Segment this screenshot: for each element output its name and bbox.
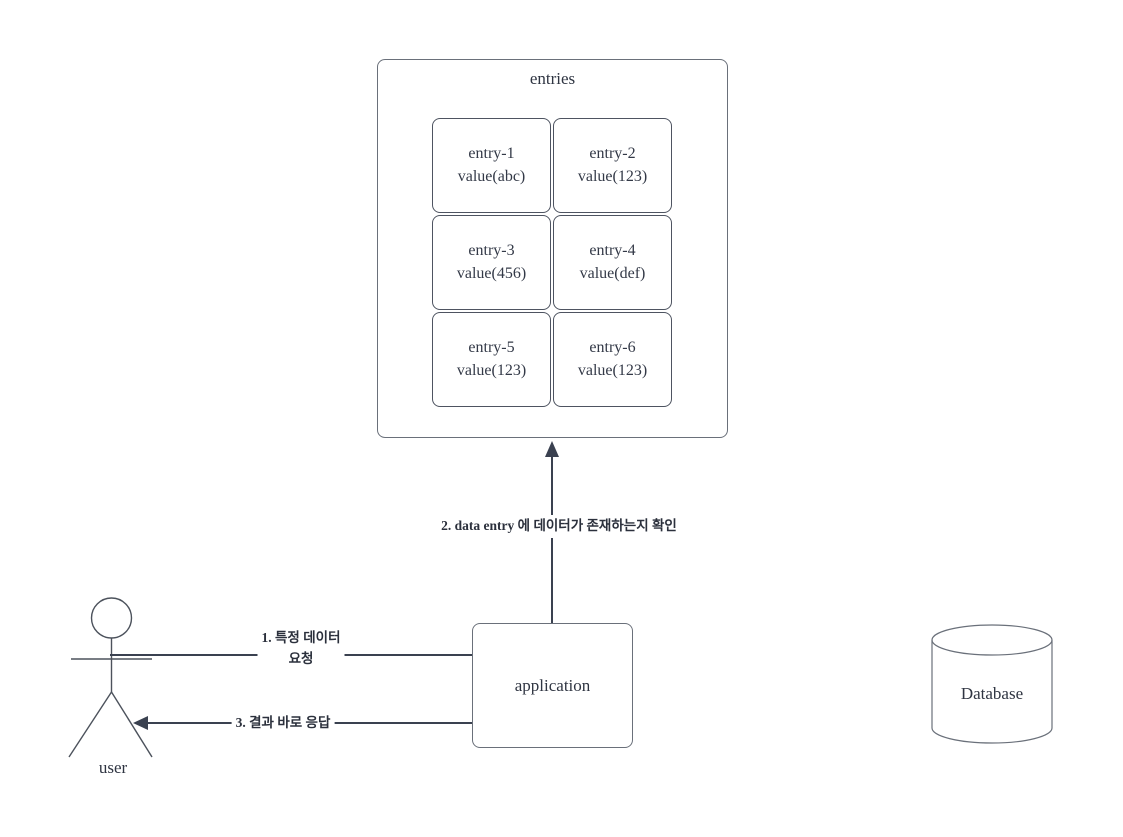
entries-grid: entry-1 value(abc) entry-2 value(123) en… — [432, 118, 672, 407]
entry-value: value(123) — [456, 361, 527, 379]
entry-name: entry-2 — [589, 145, 636, 163]
entry-node: entry-1 value(abc) — [432, 118, 551, 213]
entry-node: entry-3 value(456) — [432, 215, 551, 310]
entry-name: entry-6 — [589, 339, 636, 357]
entry-value: value(def) — [579, 264, 646, 282]
cylinder-rim — [931, 639, 1053, 656]
entry-value: value(abc) — [457, 167, 526, 185]
entry-name: entry-3 — [468, 242, 515, 260]
entry-node: entry-4 value(def) — [553, 215, 672, 310]
actor-head — [90, 597, 133, 639]
arrowhead-up-icon — [545, 441, 559, 457]
application-node: application — [472, 623, 633, 748]
entry-value: value(456) — [456, 264, 527, 282]
entry-node: entry-2 value(123) — [553, 118, 672, 213]
entry-node: entry-6 value(123) — [553, 312, 672, 407]
entry-name: entry-1 — [468, 145, 515, 163]
edge-label-check: 2. data entry 에 데이터가 존재하는지 확인 — [437, 515, 681, 538]
actor-leg-left — [68, 691, 113, 758]
entries-title: entries — [529, 69, 576, 88]
arrowhead-left-icon — [133, 716, 148, 730]
database-cylinder — [931, 624, 1053, 744]
database-label: Database — [960, 684, 1024, 703]
edge-label-request: 1. 특정 데이터 요청 — [257, 627, 345, 671]
user-label: user — [98, 758, 128, 777]
entry-name: entry-5 — [468, 339, 515, 357]
entry-value: value(123) — [577, 361, 648, 379]
entries-container: entries entry-1 value(abc) entry-2 value… — [377, 59, 728, 438]
edge-check-arrow — [545, 441, 559, 623]
edge-label-response: 3. 결과 바로 응답 — [231, 712, 335, 735]
entry-node: entry-5 value(123) — [432, 312, 551, 407]
actor-leg-right — [110, 691, 153, 758]
user-actor-figure — [68, 597, 153, 758]
entry-name: entry-4 — [589, 242, 636, 260]
entry-value: value(123) — [577, 167, 648, 185]
application-label: application — [514, 675, 591, 695]
